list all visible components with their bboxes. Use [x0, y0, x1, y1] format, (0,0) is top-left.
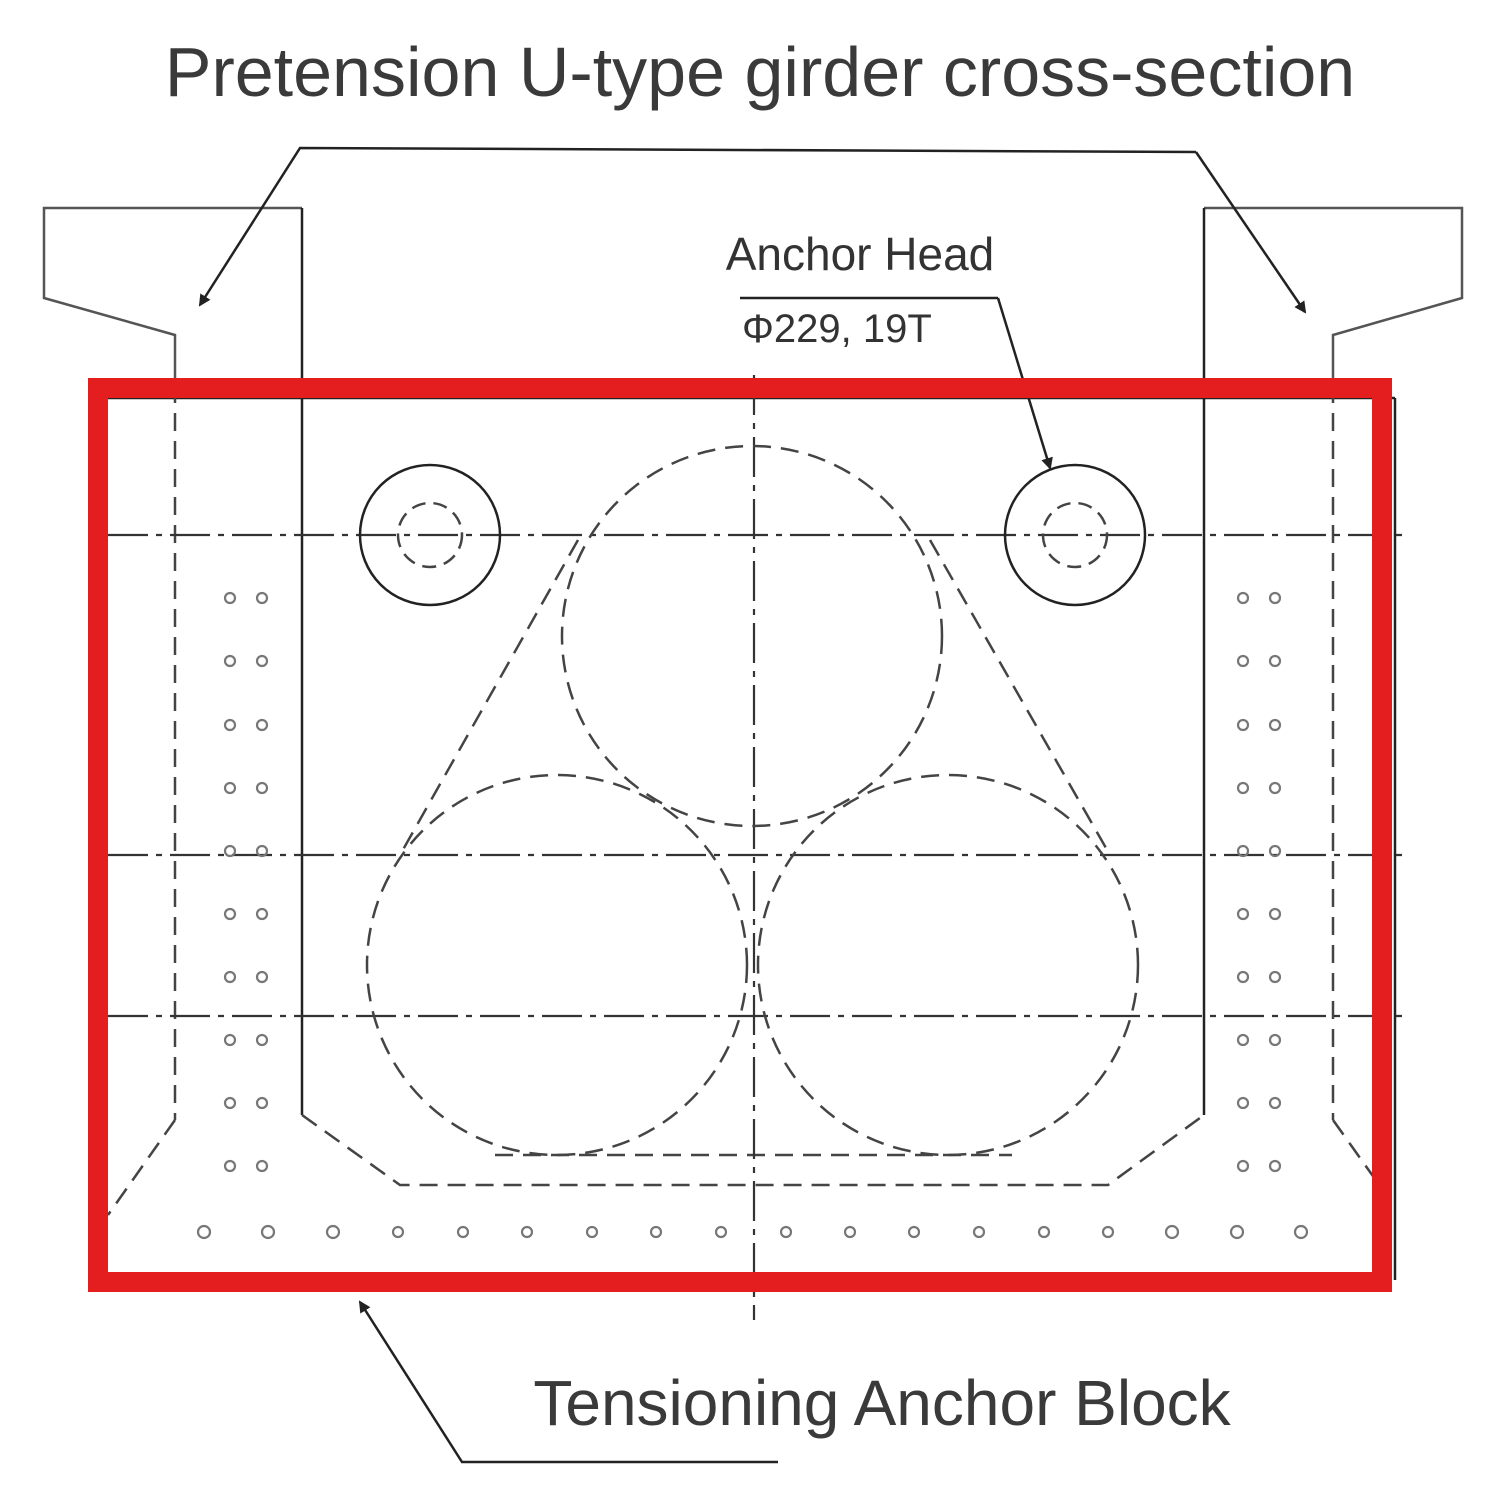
- strand-dots: [196, 591, 1309, 1240]
- block-label: Tensioning Anchor Block: [533, 1367, 1231, 1439]
- title-arrows: [198, 146, 1307, 314]
- girder-outline: [42, 206, 1464, 385]
- anchor-block-highlight: [88, 378, 1392, 1292]
- anchor-block-drawing: [106, 375, 1410, 1320]
- anchor-head-spec: Φ229, 19T: [742, 307, 932, 351]
- diagram-title: Pretension U-type girder cross-section: [165, 33, 1355, 111]
- block-leader-arrow: [358, 1300, 778, 1464]
- anchor-head-label: Anchor Head: [726, 228, 995, 280]
